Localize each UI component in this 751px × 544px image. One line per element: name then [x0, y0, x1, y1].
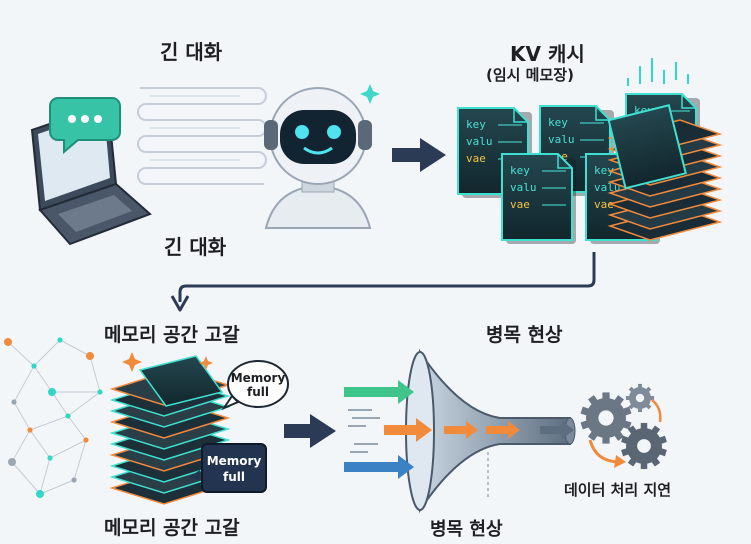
- gears-icon: [580, 383, 667, 470]
- code-snippet-decoration: [348, 409, 380, 453]
- long-conversation-title-top: 긴 대화: [160, 40, 223, 64]
- network-decoration: [4, 337, 103, 498]
- bottleneck-title-bottom: 병목 현상: [430, 519, 503, 540]
- input-arrow-green: [344, 380, 414, 404]
- cache-doc-text: key: [548, 116, 568, 129]
- bottleneck-title-top: 병목 현상: [486, 324, 563, 346]
- cache-stack-icon: [607, 104, 723, 241]
- memory-exhaustion-title-bottom: 메모리 공간 고갈: [104, 517, 240, 539]
- cache-doc-text: vae: [594, 198, 614, 211]
- memory-full-1-line2: full: [247, 385, 269, 399]
- processing-delay-label: 데이터 처리 지연: [564, 481, 672, 499]
- cache-doc-text: vae: [466, 152, 486, 165]
- kv-cache-title: KV 캐시: [510, 42, 585, 66]
- long-conversation-title-bottom: 긴 대화: [164, 235, 227, 259]
- memory-exhaustion-title-top: 메모리 공간 고갈: [104, 324, 240, 346]
- orange-sparkle-icon: [122, 352, 142, 372]
- delay-arrow-orange-2: [651, 399, 662, 423]
- memory-full-1-line1: Memory: [231, 371, 286, 385]
- conversation-lines-icon: [137, 87, 267, 185]
- gear-icon: [580, 392, 632, 444]
- cache-document-icon: key valu vae: [501, 153, 576, 244]
- memory-full-2-line2: full: [223, 470, 245, 484]
- funnel-inner-arrows: [444, 421, 574, 439]
- cache-doc-text: valu: [594, 181, 621, 194]
- flow-arrow-2: [284, 414, 336, 448]
- flow-arrow-1: [392, 138, 446, 172]
- chat-bubble-icon: [49, 97, 121, 155]
- cache-doc-text: vae: [510, 198, 530, 211]
- kv-cache-subtitle: (임시 메모장): [486, 66, 574, 84]
- input-arrow-orange: [384, 418, 432, 442]
- memory-full-bubble-1: Memory full: [221, 360, 289, 411]
- cache-doc-text: valu: [466, 135, 493, 148]
- memory-full-bubble-2: Memory full: [188, 443, 267, 493]
- gear-icon: [625, 383, 655, 413]
- input-arrow-blue: [344, 455, 414, 479]
- cache-doc-text: key: [510, 164, 530, 177]
- memory-stack-icon: [109, 355, 231, 505]
- memory-full-2-line1: Memory: [207, 454, 262, 468]
- flow-connector: [170, 252, 596, 312]
- cache-doc-text: valu: [510, 181, 537, 194]
- kv-cache-documents: keyvaluvaekeyvaluvaekeyvaluvaekeyvaluvae…: [457, 93, 723, 244]
- gear-icon: [621, 422, 667, 470]
- delay-arrow-head: [614, 455, 626, 468]
- cache-doc-text: key: [466, 118, 486, 131]
- cache-doc-text: valu: [548, 133, 575, 146]
- cache-doc-text: key: [594, 164, 614, 177]
- sparkle-decoration: [627, 58, 689, 86]
- robot-icon: [264, 84, 380, 229]
- orange-sparkle-icon-2: [199, 356, 213, 370]
